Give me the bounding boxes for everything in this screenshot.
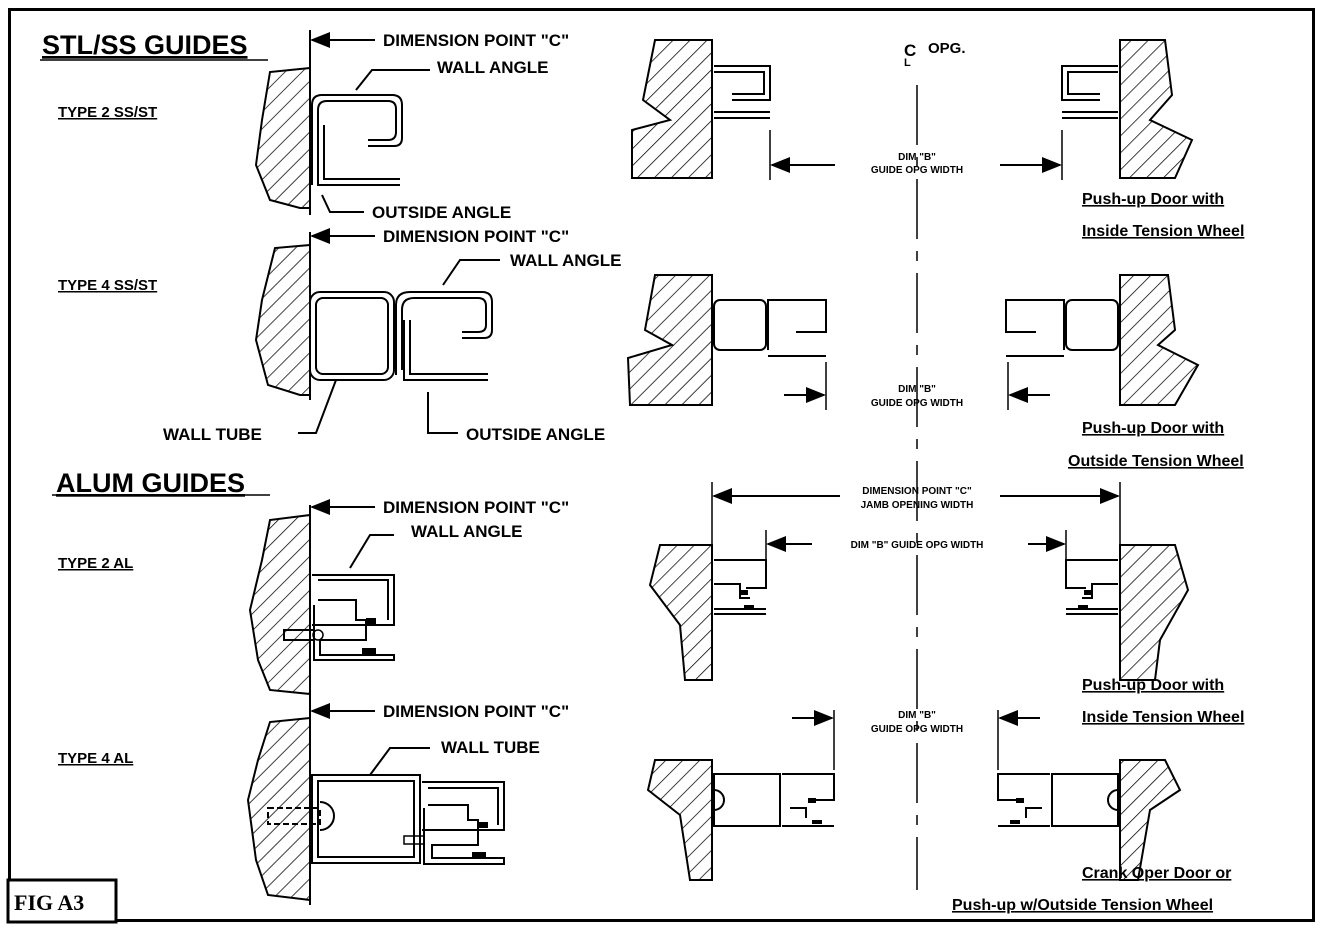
wall-angle-label-2: WALL ANGLE	[510, 251, 621, 270]
dim-point-c-jamb: DIMENSION POINT "C"	[862, 486, 972, 497]
row3-right-wall	[1065, 544, 1190, 681]
wall-tube-label-2: WALL TUBE	[441, 738, 540, 757]
type4ss-detail	[254, 232, 493, 400]
row4-left-wall	[646, 759, 835, 881]
figure-label-box	[6, 878, 118, 924]
dim-b-3: DIM "B"	[898, 710, 936, 721]
dim-b-2: DIM "B"	[898, 384, 936, 395]
outside-angle-label-2: OUTSIDE ANGLE	[466, 425, 605, 444]
row4-right-wall	[997, 759, 1182, 881]
dim-b-inline: DIM "B" GUIDE OPG WIDTH	[851, 540, 984, 551]
wall-tube-label-1: WALL TUBE	[163, 425, 262, 444]
guide-opg-width-2: GUIDE OPG WIDTH	[871, 398, 963, 409]
dim-point-c-label-4: DIMENSION POINT "C"	[383, 702, 569, 721]
jamb-opening-width: JAMB OPENING WIDTH	[861, 500, 974, 511]
outside-angle-label-1: OUTSIDE ANGLE	[372, 203, 511, 222]
dim-point-c-label-3: DIMENSION POINT "C"	[383, 498, 569, 517]
type4al-detail	[246, 700, 505, 905]
type2ss-label: TYPE 2 SS/ST	[58, 104, 157, 121]
dim-point-c-label-2: DIMENSION POINT "C"	[383, 227, 569, 246]
caption-4b: Push-up w/Outside Tension Wheel	[952, 897, 1213, 914]
caption-1b: Inside Tension Wheel	[1082, 223, 1244, 240]
type2ss-detail	[254, 30, 403, 215]
type4al-label: TYPE 4 AL	[58, 750, 133, 767]
caption-3b: Inside Tension Wheel	[1082, 709, 1244, 726]
figure-label: FIG A3	[14, 890, 84, 915]
type2al-label: TYPE 2 AL	[58, 555, 133, 572]
steel-guides-header: STL/SS GUIDES	[42, 30, 248, 60]
row1-right-wall	[1061, 39, 1194, 179]
cl-symbol: C	[904, 41, 916, 60]
row3-left-wall	[648, 544, 767, 681]
caption-2b: Outside Tension Wheel	[1068, 453, 1244, 470]
type2al-detail	[248, 505, 395, 700]
caption-3a: Push-up Door with	[1082, 677, 1224, 694]
caption-2a: Push-up Door with	[1082, 420, 1224, 437]
guide-opg-width-1: GUIDE OPG WIDTH	[871, 165, 963, 176]
caption-4a: Crank Oper Door or	[1082, 865, 1231, 882]
drawing-frame	[8, 8, 1315, 922]
row2-right-wall	[1005, 274, 1200, 406]
type4ss-label: TYPE 4 SS/ST	[58, 277, 157, 294]
dim-point-c-label-1: DIMENSION POINT "C"	[383, 31, 569, 50]
cl-symbol-sub: L	[904, 57, 911, 69]
guide-opg-width-3: GUIDE OPG WIDTH	[871, 724, 963, 735]
wall-angle-label-3: WALL ANGLE	[411, 522, 522, 541]
row2-left-wall	[626, 274, 827, 406]
row1-left-wall	[631, 39, 771, 179]
caption-1a: Push-up Door with	[1082, 191, 1224, 208]
dim-b-1: DIM "B"	[898, 152, 936, 163]
wall-angle-label-1: WALL ANGLE	[437, 58, 548, 77]
cl-opg-label: OPG.	[928, 40, 966, 57]
alum-guides-header: ALUM GUIDES	[56, 468, 245, 498]
